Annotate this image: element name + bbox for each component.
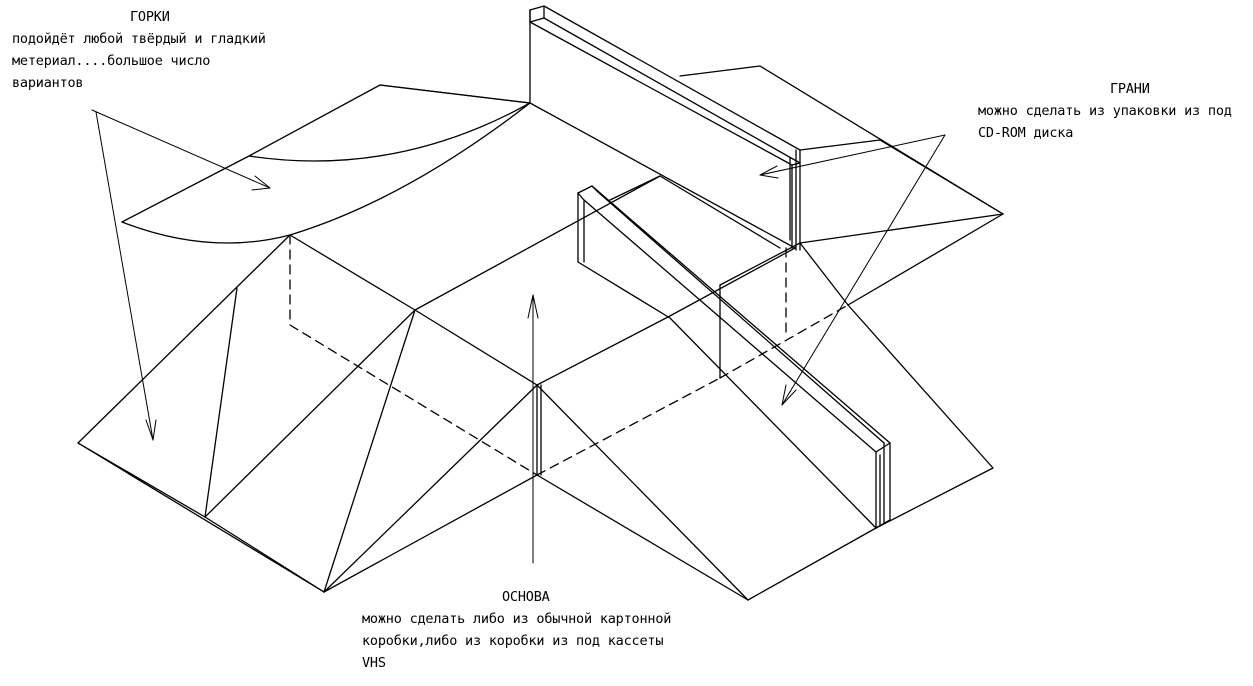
- note-base: ОСНОВА можно сделать либо из обычной кар…: [362, 586, 712, 674]
- note-slides: ГОРКИ подойдёт любой твёрдый и гладкий м…: [12, 6, 312, 94]
- note-slides-line: подойдёт любой твёрдый и гладкий: [12, 31, 266, 47]
- note-base-line: можно сделать либо из обычной картонной: [362, 611, 672, 627]
- note-base-title: ОСНОВА: [502, 589, 550, 605]
- note-edges-line: CD-ROM диска: [978, 125, 1074, 141]
- top-deck: [289, 84, 849, 386]
- note-slides-line: метериал....большое число: [12, 53, 211, 69]
- back-wall-rail: [529, 5, 801, 251]
- front-right-ramp: [323, 247, 994, 601]
- right-back-platform: [679, 65, 1004, 306]
- note-edges-line: можно сделать из упаковки из под: [978, 103, 1232, 119]
- note-edges-title: ГРАНИ: [1110, 81, 1150, 97]
- note-slides-line: вариантов: [12, 75, 84, 91]
- left-ramp: [77, 234, 538, 593]
- back-left-quarter-pipe: [121, 84, 531, 326]
- note-slides-title: ГОРКИ: [130, 9, 170, 25]
- note-edges: ГРАНИ можно сделать из упаковки из под C…: [978, 78, 1248, 144]
- note-base-line: VHS: [362, 655, 386, 671]
- front-wall-rail: [577, 185, 891, 529]
- annotation-arrows: [91, 109, 946, 564]
- note-base-line: коробки,либо из коробки из под кассеты: [362, 633, 664, 649]
